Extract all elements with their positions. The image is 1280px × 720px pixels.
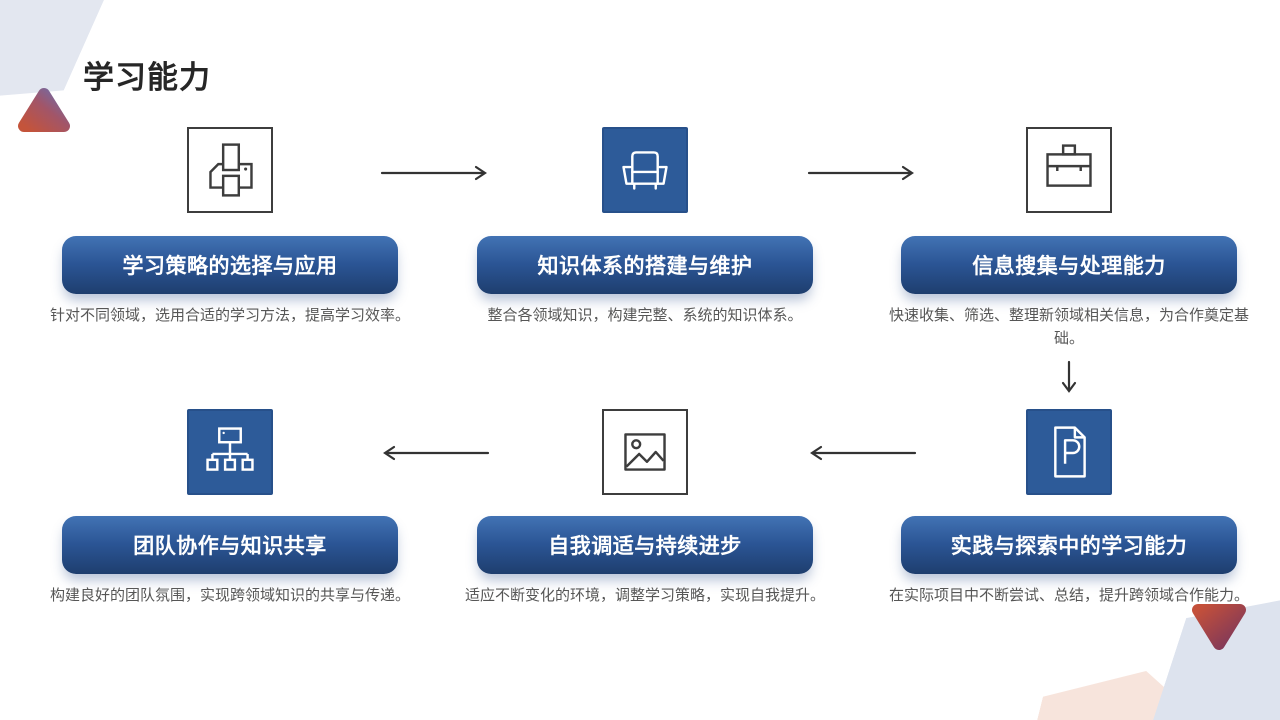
org-chart-icon <box>187 409 273 495</box>
step-title: 自我调适与持续进步 <box>548 535 742 558</box>
step-description: 针对不同领域，选用合适的学习方法，提高学习效率。 <box>49 307 410 324</box>
step-description: 构建良好的团队氛围，实现跨领域知识的共享与传递。 <box>49 587 410 604</box>
arrow-left-icon <box>807 445 917 461</box>
step-title: 团队协作与知识共享 <box>133 535 327 558</box>
step-title: 实践与探索中的学习能力 <box>950 535 1188 558</box>
page-title: 学习能力 <box>83 60 211 95</box>
arrow-right-icon <box>380 165 490 181</box>
step-description: 整合各领域知识，构建完整、系统的知识体系。 <box>487 307 803 324</box>
step-description: 适应不断变化的环境，调整学习策略，实现自我提升。 <box>464 587 825 604</box>
step-title: 信息搜集与处理能力 <box>972 255 1166 278</box>
step-description: 快速收集、筛选、整理新领域相关信息，为合作奠定基础。 <box>888 307 1249 348</box>
arrow-right-icon <box>807 165 917 181</box>
step-description: 在实际项目中不断尝试、总结，提升跨领域合作能力。 <box>888 587 1249 604</box>
step-title-pill: 自我调适与持续进步 <box>477 516 813 574</box>
step-title: 学习策略的选择与应用 <box>122 255 338 278</box>
arrow-down-icon <box>1061 360 1077 396</box>
briefcase-icon <box>1026 127 1112 213</box>
printer-icon <box>187 127 273 213</box>
step-title-pill: 实践与探索中的学习能力 <box>901 516 1237 574</box>
step-title: 知识体系的搭建与维护 <box>537 255 753 278</box>
step-title-pill: 信息搜集与处理能力 <box>901 236 1237 294</box>
sofa-icon <box>602 127 688 213</box>
triangle-decoration-top-left <box>14 84 74 139</box>
arrow-left-icon <box>380 445 490 461</box>
triangle-decoration-bottom-right <box>1186 600 1252 659</box>
document-p-icon <box>1026 409 1112 495</box>
step-title-pill: 知识体系的搭建与维护 <box>477 236 813 294</box>
image-icon <box>602 409 688 495</box>
step-title-pill: 团队协作与知识共享 <box>62 516 398 574</box>
step-title-pill: 学习策略的选择与应用 <box>62 236 398 294</box>
